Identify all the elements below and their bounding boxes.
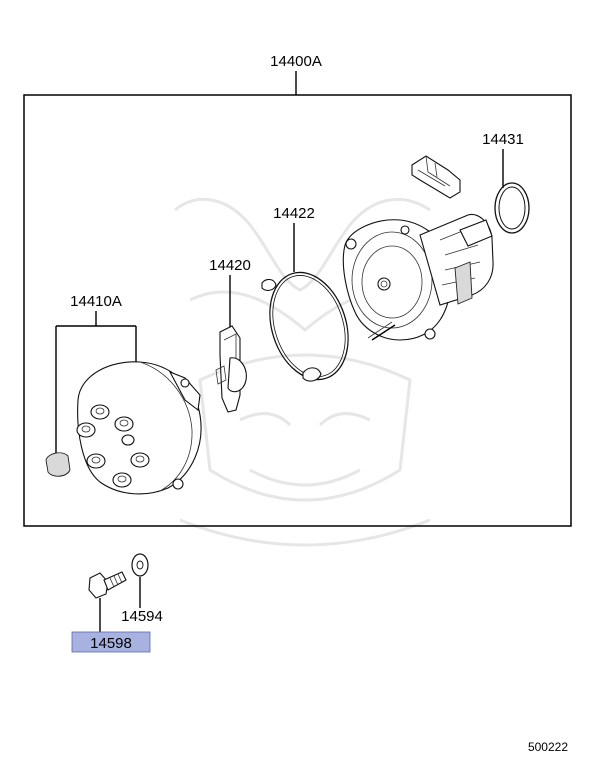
seal-part-14431 <box>494 182 530 234</box>
oring-part-14422 <box>261 271 349 382</box>
highlight-14598 <box>71 631 151 653</box>
cap-terminals <box>76 404 150 488</box>
callout-14420: 14420 <box>209 257 251 274</box>
diagram-code: 500222 <box>528 740 568 754</box>
watermark-emblem <box>174 197 431 547</box>
callout-14431: 14431 <box>482 131 524 148</box>
distributor-housing <box>342 213 494 341</box>
rotor-part-14420 <box>215 325 247 413</box>
connector-part <box>411 155 461 199</box>
bolt-part-14598 <box>88 571 127 599</box>
washer-part-14594 <box>131 553 149 577</box>
callout-14400a: 14400A <box>270 53 322 70</box>
callout-14422: 14422 <box>273 205 315 222</box>
assembly-frame <box>23 94 572 527</box>
callout-14598[interactable]: 14598 <box>90 635 132 652</box>
callout-14410a: 14410A <box>70 293 122 310</box>
callout-14594: 14594 <box>121 608 163 625</box>
cap-part-14410a <box>45 361 202 495</box>
